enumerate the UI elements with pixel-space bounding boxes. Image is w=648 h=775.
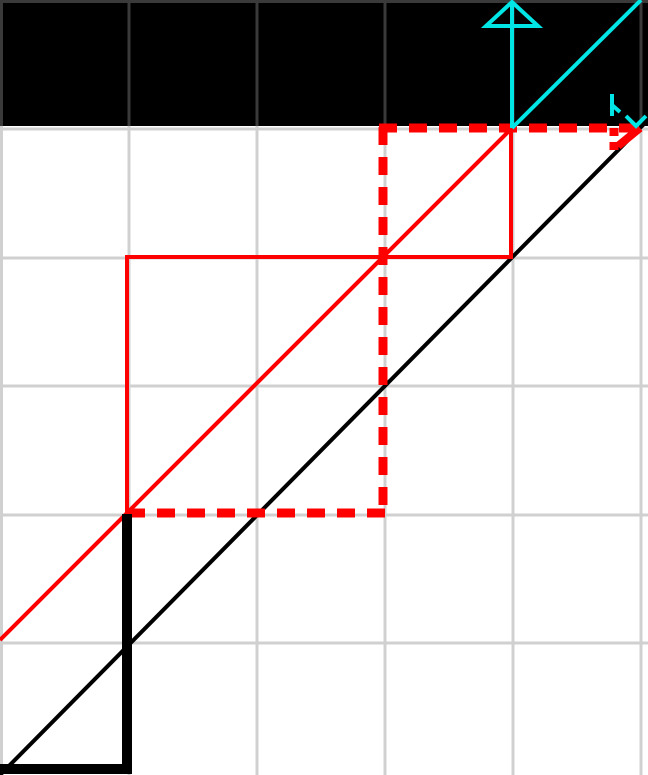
right-arrow-icon xyxy=(610,94,648,129)
red-solid-rect-left xyxy=(125,255,385,514)
black-diagonal-line xyxy=(0,118,648,775)
cyan-diagonal-line xyxy=(510,0,643,130)
red-dashed-arrow-mark-b xyxy=(615,124,643,150)
up-arrow-icon xyxy=(480,0,544,128)
red-diagonal-line xyxy=(0,125,515,642)
top-band xyxy=(0,0,648,126)
red-solid-path-right xyxy=(385,127,513,259)
black-thick-path xyxy=(0,514,132,774)
